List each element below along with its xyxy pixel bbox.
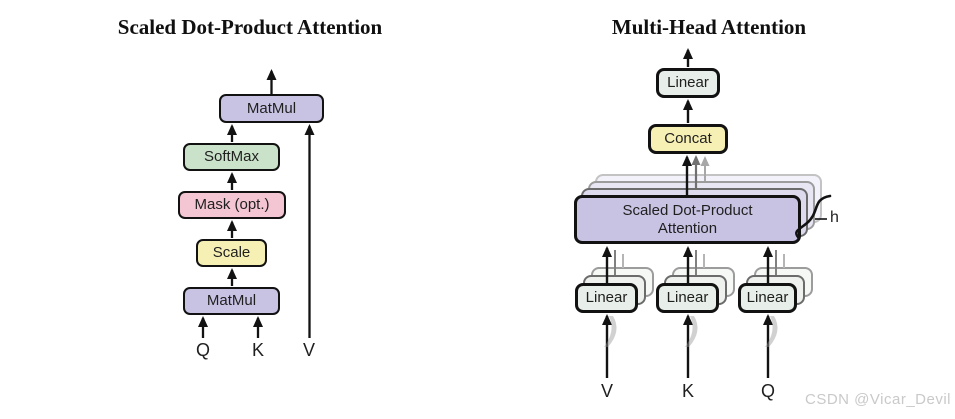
box-concat: Concat	[648, 124, 728, 154]
box-linear-v: Linear	[575, 283, 638, 313]
box-linear-q-label: Linear	[746, 289, 789, 307]
box-matmul-top-label: MatMul	[246, 99, 297, 117]
left-input-q-label: Q	[195, 340, 210, 360]
right-diagram-arrows	[602, 48, 773, 378]
box-mask-label: Mask (opt.)	[194, 196, 270, 214]
right-input-q-label: Q	[760, 381, 775, 401]
box-scale-label: Scale	[212, 244, 251, 262]
box-softmax: SoftMax	[183, 143, 280, 171]
arrow-shadow-swooshes	[604, 316, 778, 347]
heads-curve	[795, 194, 832, 239]
sdpa-label-line2: Attention	[657, 219, 718, 237]
sdpa-label-line1: Scaled Dot-Product	[622, 202, 753, 220]
box-scaled-dot-product-attention: Scaled Dot-Product Attention	[574, 195, 801, 244]
box-mask: Mask (opt.)	[178, 191, 286, 219]
ghost-connectors	[614, 250, 785, 275]
box-linear-k-label: Linear	[666, 289, 709, 307]
box-scale: Scale	[196, 239, 267, 267]
left-diagram-title: Scaled Dot-Product Attention	[117, 15, 383, 39]
right-input-v-label: V	[600, 381, 613, 401]
box-matmul-top: MatMul	[219, 94, 324, 123]
box-softmax-label: SoftMax	[203, 148, 260, 166]
box-linear-k: Linear	[656, 283, 719, 313]
right-input-k-label: K	[681, 381, 694, 401]
box-linear-output-label: Linear	[667, 74, 709, 92]
box-linear-v-label: Linear	[585, 289, 628, 307]
heads-count-label: h	[830, 209, 839, 226]
box-matmul-bottom-label: MatMul	[206, 292, 257, 310]
right-diagram-title: Multi-Head Attention	[611, 15, 807, 39]
box-linear-output: Linear	[656, 68, 720, 98]
left-diagram-arrows	[198, 69, 315, 338]
box-matmul-bottom: MatMul	[183, 287, 280, 315]
watermark-text: CSDN @Vicar_Devil	[805, 391, 951, 408]
box-linear-q: Linear	[738, 283, 797, 313]
box-concat-label: Concat	[664, 130, 712, 148]
left-input-k-label: K	[251, 340, 264, 360]
left-input-v-label: V	[302, 340, 315, 360]
